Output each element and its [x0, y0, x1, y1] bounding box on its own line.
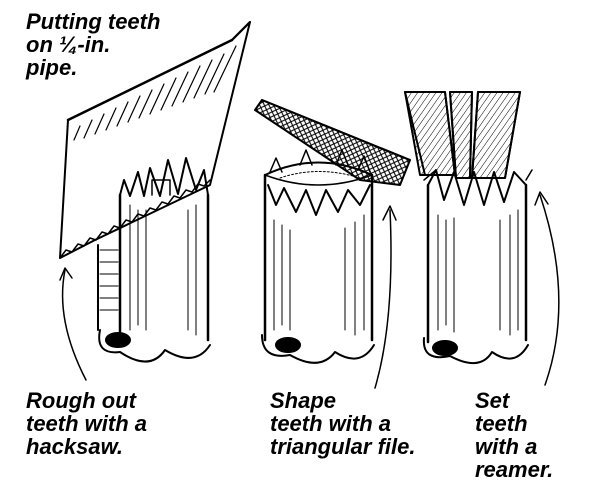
rough-out-caption: Rough out teeth with a hacksaw.: [26, 389, 147, 458]
hacksaw-icon: [59, 21, 251, 259]
title-line-1: Putting teeth: [26, 9, 161, 34]
shape-line-2: teeth with a: [270, 411, 392, 436]
set-line-1: Set: [475, 388, 510, 413]
set-caption: Set teeth with a reamer.: [475, 389, 553, 481]
shape-line-3: triangular file.: [270, 434, 416, 459]
step-set: [404, 91, 560, 386]
set-line-2: teeth: [475, 411, 528, 436]
pipe-1: [97, 157, 211, 363]
reamer-icon: [404, 91, 521, 179]
pipe-3: [422, 169, 533, 364]
rough-out-line-1: Rough out: [26, 388, 136, 413]
shape-caption: Shape teeth with a triangular file.: [270, 389, 415, 458]
title-line-2: on ¼-in.: [26, 32, 111, 57]
pipe-2: [261, 149, 375, 364]
rough-out-line-3: hacksaw.: [26, 434, 124, 459]
title-caption: Putting teeth on ¼-in. pipe.: [26, 10, 160, 79]
shape-line-1: Shape: [270, 388, 337, 413]
step-rough-out: [59, 21, 251, 381]
triangular-file-icon: [254, 99, 411, 186]
title-line-3: pipe.: [26, 55, 78, 80]
set-line-3: with a: [475, 434, 538, 459]
rough-out-line-2: teeth with a: [26, 411, 148, 436]
set-line-4: reamer.: [475, 457, 554, 482]
step-shape: [254, 99, 411, 389]
